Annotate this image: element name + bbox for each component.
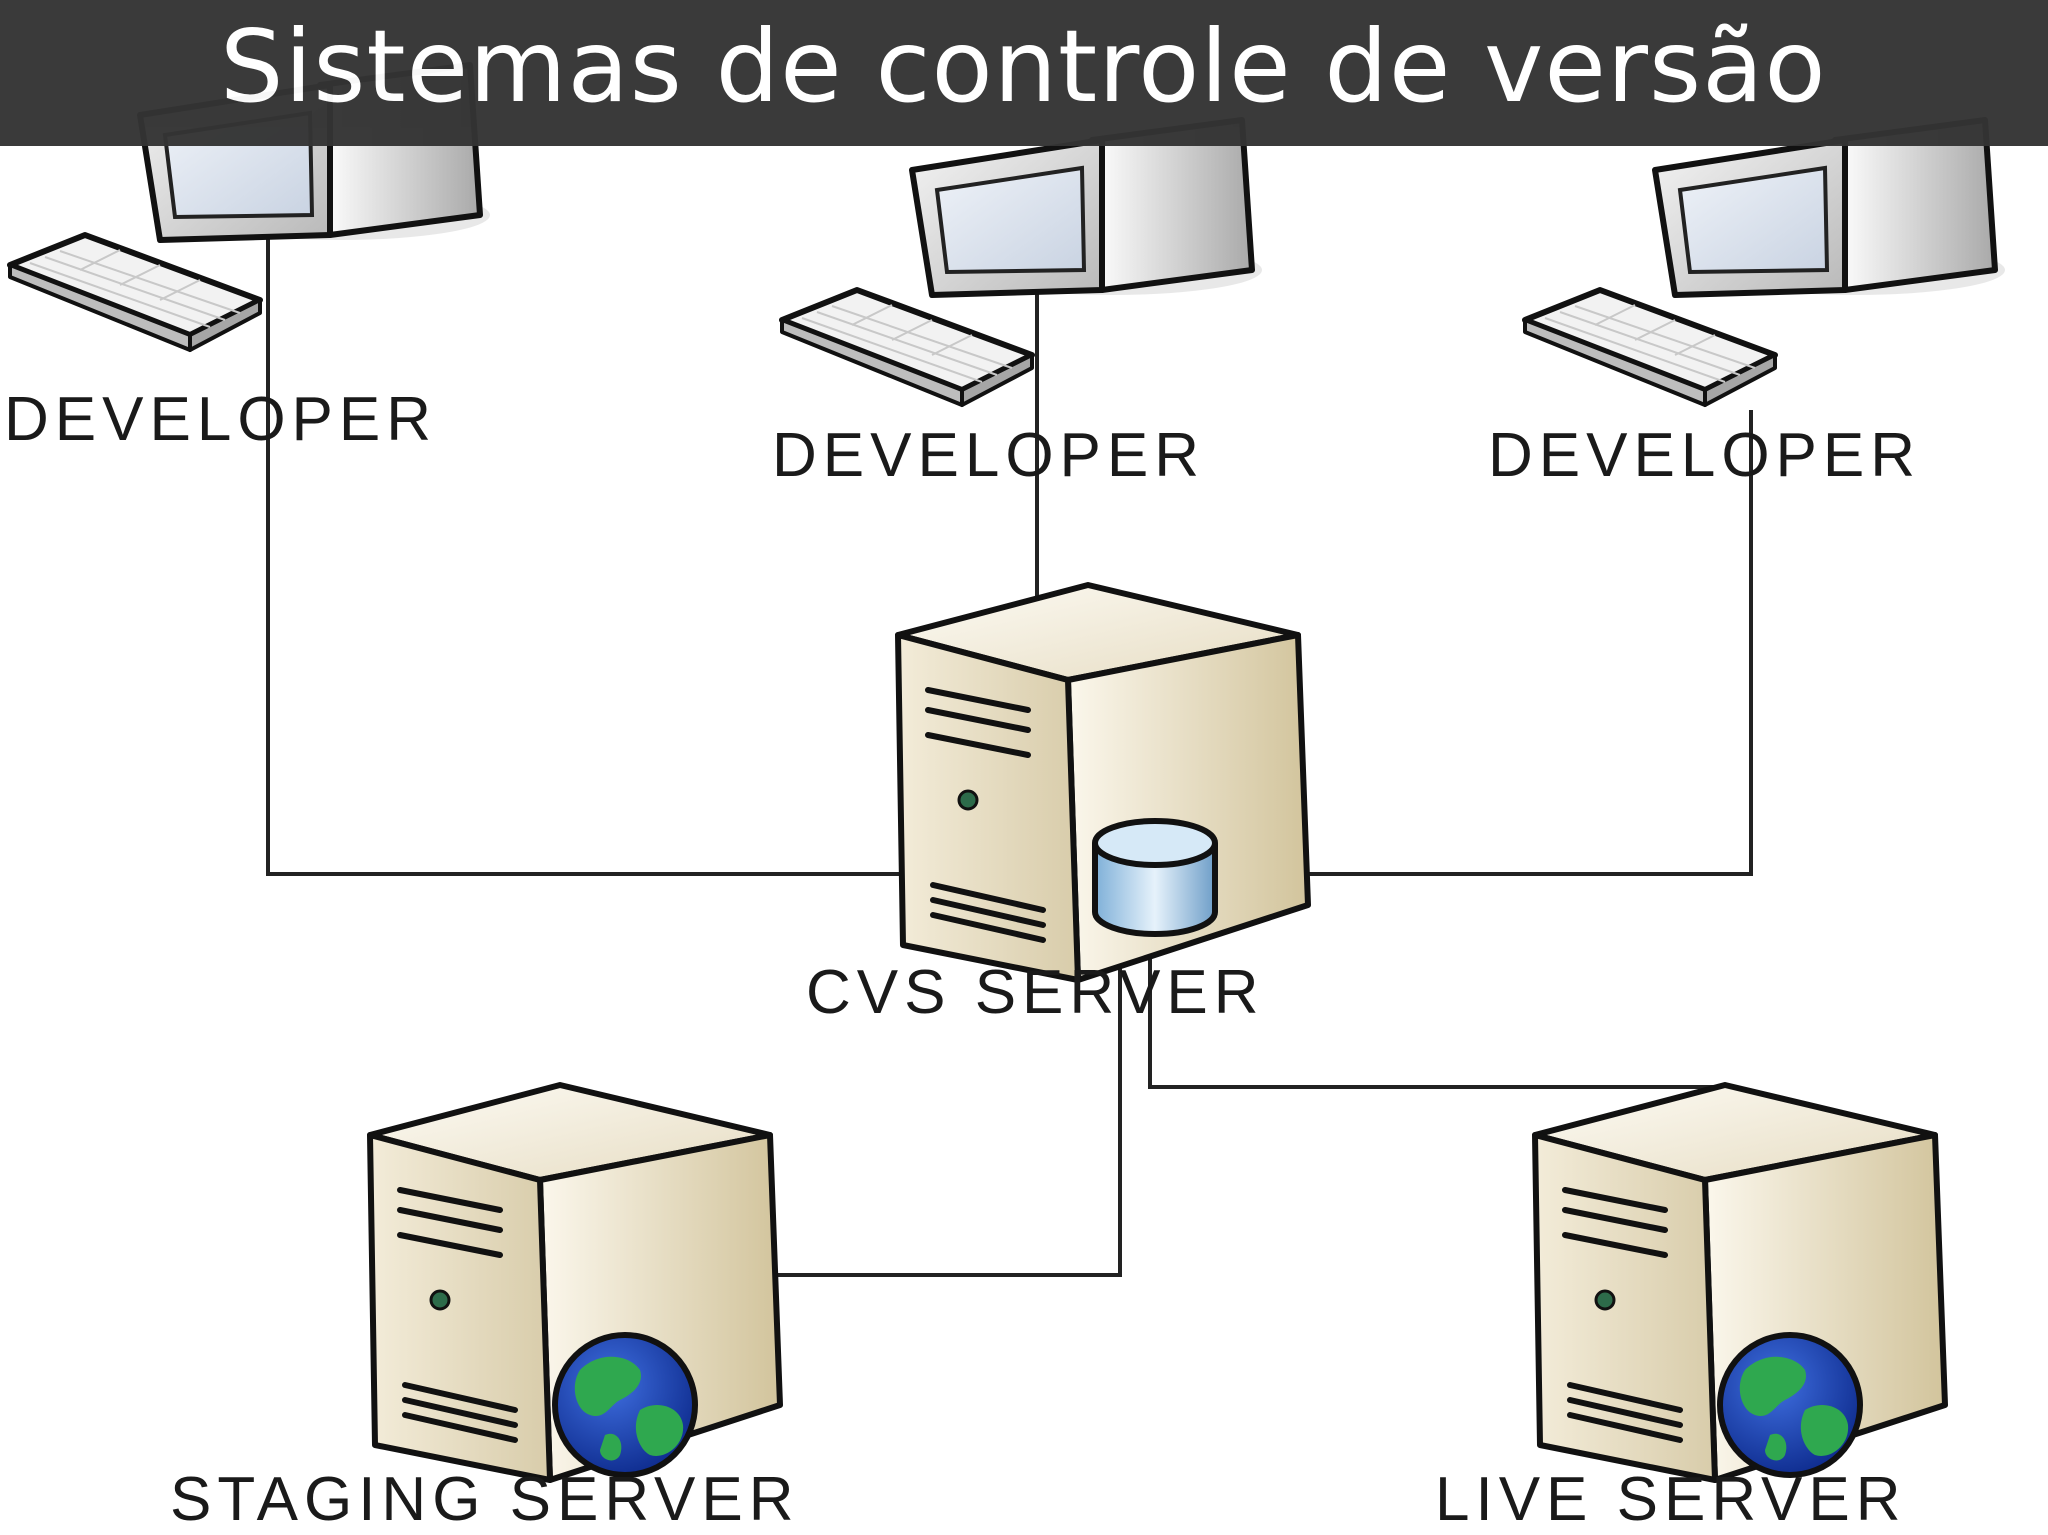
computer-icon: [1525, 120, 2005, 405]
developer-2-label: DEVELOPER: [772, 421, 1205, 490]
database-icon: [1092, 818, 1218, 937]
developer-3-label: DEVELOPER: [1488, 421, 1921, 490]
cvs-server: CVS SERVER: [806, 585, 1318, 1027]
developer-workstation-2: DEVELOPER: [772, 120, 1262, 490]
connector-developer-3: [1222, 410, 1753, 876]
cvs-server-label: CVS SERVER: [806, 958, 1265, 1027]
developer-workstation-3: DEVELOPER: [1488, 120, 2005, 490]
staging-server: STAGING SERVER: [170, 1085, 800, 1534]
page-title: Sistemas de controle de versão: [220, 8, 1827, 125]
title-bar: Sistemas de controle de versão: [0, 0, 2048, 146]
globe-icon: [1720, 1335, 1860, 1475]
connector-developer-1: [266, 182, 1085, 876]
developer-workstation-1: DEVELOPER: [4, 65, 490, 454]
computer-icon: [782, 120, 1262, 405]
live-server-label: LIVE SERVER: [1435, 1465, 1906, 1534]
globe-icon: [555, 1335, 695, 1475]
staging-server-label: STAGING SERVER: [170, 1465, 800, 1534]
live-server: LIVE SERVER: [1435, 1085, 1955, 1534]
developer-1-label: DEVELOPER: [4, 385, 437, 454]
